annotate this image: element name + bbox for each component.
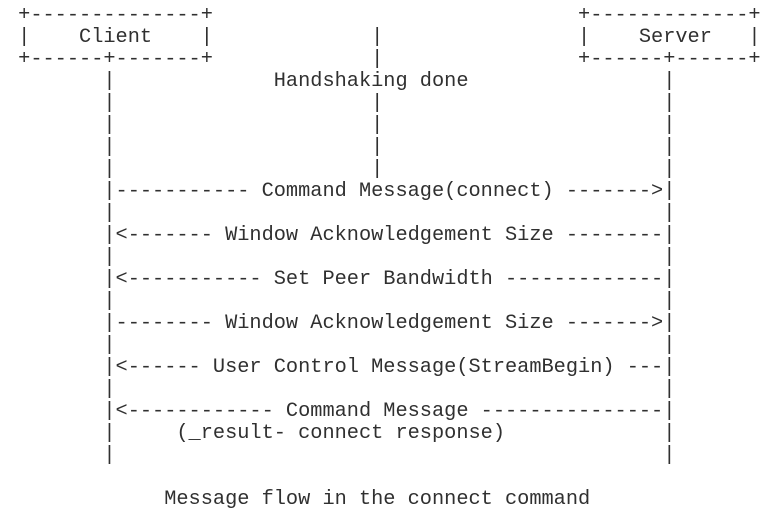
lifeline-row: | | | (6, 136, 676, 159)
lifeline-row: | | (6, 444, 676, 467)
lifeline-row: | | (6, 378, 676, 401)
client-server-box-bottom: +------+-------+ | +------+------+ (6, 48, 761, 71)
msg-result-connect-response-label: | (_result- connect response) | (6, 422, 676, 445)
lifeline-row: | | (6, 246, 676, 269)
blank-row (6, 467, 761, 489)
msg-user-control-streambegin-arrow: |<------ User Control Message(StreamBegi… (6, 356, 676, 379)
msg-command-connect-arrow: |----------- Command Message(connect) --… (6, 180, 676, 203)
lifeline-row: | | (6, 334, 676, 357)
lifeline-row: | | | (6, 92, 676, 115)
lifeline-row: | | (6, 290, 676, 313)
lifeline-row: | | | (6, 158, 676, 181)
handshaking-done-row: | Handshaking done | (6, 70, 676, 93)
lifeline-row: | | | (6, 114, 676, 137)
ascii-sequence-diagram: +--------------+ +-------------+ | Clien… (6, 4, 761, 511)
msg-command-result-arrow: |<------------ Command Message ---------… (6, 400, 676, 423)
msg-window-ack-size-s2c-arrow: |<------- Window Acknowledgement Size --… (6, 224, 676, 247)
figure-caption: Message flow in the connect command (6, 488, 591, 511)
msg-window-ack-size-c2s-arrow: |-------- Window Acknowledgement Size --… (6, 312, 676, 335)
client-server-box-top: +--------------+ +-------------+ (6, 4, 761, 27)
msg-set-peer-bandwidth-arrow: |<----------- Set Peer Bandwidth -------… (6, 268, 676, 291)
lifeline-row: | | (6, 202, 676, 225)
actor-labels-row: | Client | | | Server | (6, 26, 761, 49)
